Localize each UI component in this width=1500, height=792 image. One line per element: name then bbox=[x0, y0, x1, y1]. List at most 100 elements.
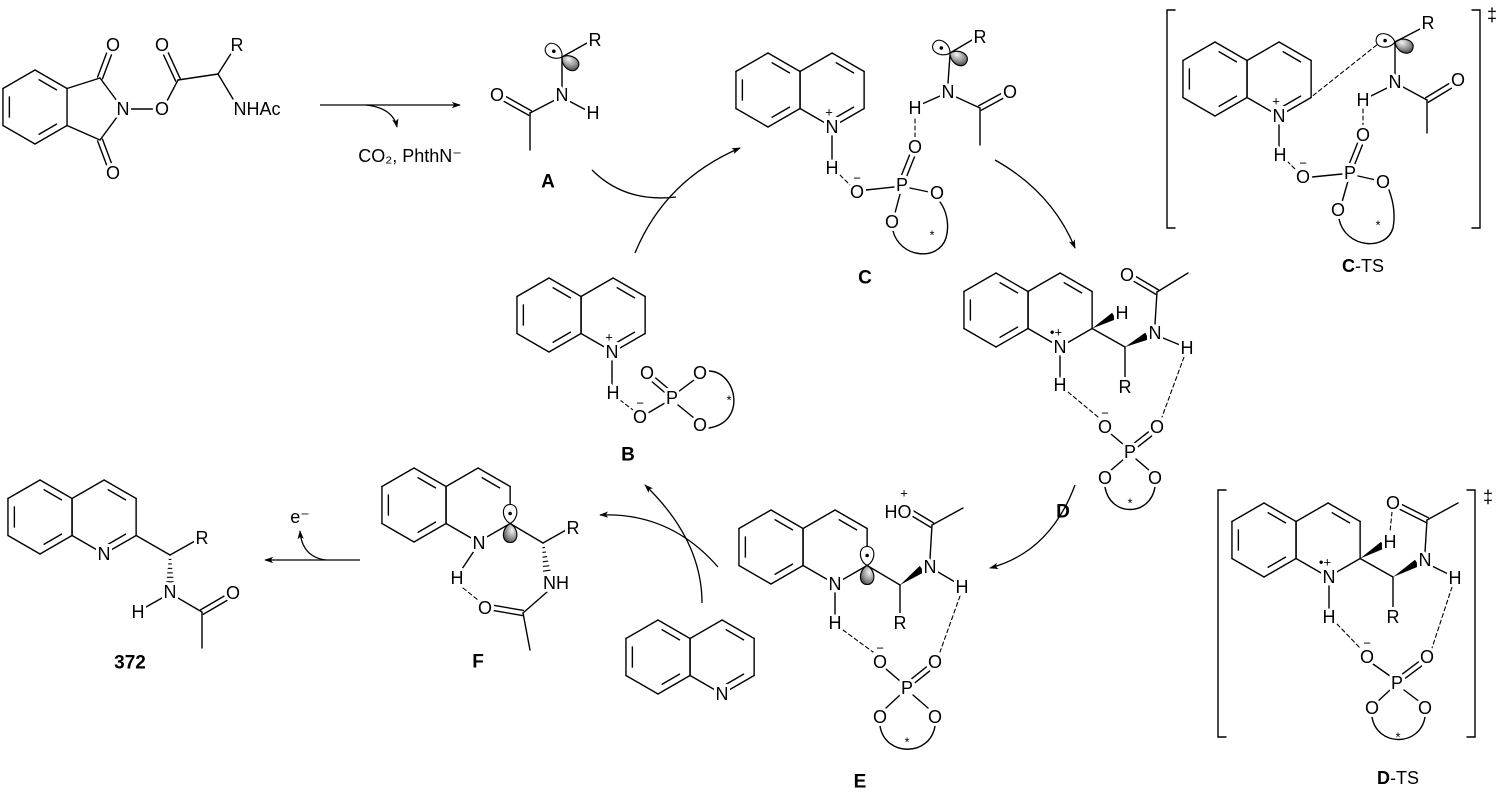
benzene-ring-bond bbox=[735, 107, 769, 128]
inner-double-bond bbox=[771, 106, 791, 118]
phosphorus: P bbox=[896, 175, 908, 195]
benzene-ring-bond bbox=[7, 534, 41, 555]
positive-charge: + bbox=[900, 486, 908, 501]
orbital-lobe-shape bbox=[561, 55, 580, 72]
bond bbox=[1402, 86, 1428, 101]
inner-double-bond bbox=[1331, 512, 1351, 524]
negative-charge: − bbox=[1363, 636, 1371, 651]
phosphoryl-oxygen: O bbox=[1356, 125, 1370, 145]
bond bbox=[135, 534, 171, 556]
phosphate-oxygen: O bbox=[693, 363, 707, 383]
benzene-ring-bond bbox=[381, 467, 415, 488]
electron-release-arrow bbox=[297, 530, 327, 561]
benzene-ring-bond bbox=[767, 107, 801, 128]
bond bbox=[99, 77, 121, 106]
pyridine-ring-bond bbox=[1295, 502, 1329, 523]
compound-label-c: C bbox=[858, 268, 872, 289]
benzene-ring-bond bbox=[1263, 502, 1297, 523]
inner-double-bond bbox=[1267, 556, 1287, 568]
n-hydrogen: H bbox=[132, 602, 145, 622]
hydrogen-bond-dashed bbox=[1161, 356, 1185, 418]
benzene-ring-bond bbox=[738, 509, 772, 530]
wedge-bond bbox=[1393, 559, 1419, 577]
nhac-group: NHAc bbox=[233, 99, 280, 119]
r-group: R bbox=[974, 27, 987, 47]
pyridine-ring-bond bbox=[1327, 557, 1361, 578]
phosphate-oxygen: O bbox=[1418, 698, 1432, 718]
bond bbox=[677, 404, 695, 419]
pyridine-ring-bond bbox=[477, 467, 511, 488]
benzene-ring-bond bbox=[995, 327, 1029, 348]
benzene-ring-bond bbox=[1231, 502, 1265, 523]
amide-nitrogen: N bbox=[1149, 323, 1162, 343]
bond bbox=[461, 550, 475, 570]
phosphate-oxygen: O bbox=[1331, 200, 1345, 220]
carbonyl-oxygen: O bbox=[155, 35, 169, 55]
bond bbox=[217, 51, 233, 75]
n-hydrogen: H bbox=[829, 613, 842, 633]
n-hydrogen: H bbox=[587, 103, 600, 123]
pyridine-ring-bond bbox=[580, 277, 614, 298]
benzene-ring-bond bbox=[34, 124, 68, 145]
bond bbox=[522, 612, 531, 651]
pyridine-ring-bond bbox=[831, 107, 865, 128]
benzene-ring-bond bbox=[995, 272, 1029, 293]
radical-entry-curve bbox=[591, 169, 677, 199]
bond bbox=[1359, 557, 1394, 578]
phosphoryl-oxygen: O bbox=[908, 137, 922, 157]
ts-label-letter: D bbox=[1377, 768, 1390, 788]
benzene-ring-bond bbox=[413, 467, 447, 488]
chirality-star: * bbox=[1375, 218, 1380, 233]
carbonyl-oxygen: O bbox=[1120, 265, 1134, 285]
compound-label-d: D bbox=[1056, 502, 1070, 523]
compound-label-e: E bbox=[854, 772, 867, 792]
inner-double-bond bbox=[552, 287, 572, 299]
pyridine-ring-bond bbox=[721, 674, 755, 695]
bond bbox=[542, 529, 567, 544]
orbital-lobe-shape bbox=[1394, 38, 1414, 54]
double-bond bbox=[909, 514, 932, 528]
cycle-arrow-b-to-c bbox=[634, 147, 741, 254]
carbonyl-oxygen: O bbox=[1386, 493, 1400, 513]
amide-nitrogen: N bbox=[1419, 550, 1432, 570]
bond bbox=[1376, 689, 1391, 703]
pyridine-ring-bond bbox=[689, 619, 723, 640]
double-bond bbox=[503, 100, 530, 116]
hashed-bond bbox=[542, 560, 549, 563]
n-hydrogen: H bbox=[607, 383, 620, 403]
bond bbox=[529, 99, 556, 114]
phosphoryl-oxygen: O bbox=[928, 652, 942, 672]
benzene-ring-bond bbox=[735, 52, 769, 73]
bond bbox=[912, 694, 929, 709]
benzene-ring-bond bbox=[39, 479, 73, 500]
compound-label-d-ts: D-TS bbox=[1377, 768, 1419, 788]
bond bbox=[177, 73, 219, 81]
n-hydrogen: H bbox=[1274, 145, 1287, 165]
inner-double-bond bbox=[725, 629, 745, 641]
double-bond bbox=[493, 604, 525, 612]
inner-double-bond bbox=[38, 79, 58, 91]
inner-double-bond bbox=[107, 489, 127, 501]
double-bond bbox=[1133, 431, 1150, 444]
inner-double-bond bbox=[481, 477, 501, 489]
bond bbox=[1109, 458, 1125, 472]
bond bbox=[1426, 502, 1459, 521]
bond bbox=[1110, 433, 1125, 446]
pyridine-ring-bond bbox=[103, 534, 137, 555]
double-bond bbox=[96, 140, 108, 166]
compound-label-a: A bbox=[541, 172, 555, 193]
r-group: R bbox=[196, 528, 209, 548]
inner-double-bond bbox=[43, 489, 63, 501]
amide-nh: NH bbox=[543, 573, 569, 593]
bond bbox=[955, 96, 981, 109]
double-bond bbox=[654, 377, 670, 390]
benzene-ring-bond bbox=[770, 564, 804, 585]
positive-charge: + bbox=[1272, 94, 1280, 109]
n-hydrogen: H bbox=[451, 568, 464, 588]
inner-double-bond bbox=[1282, 51, 1302, 63]
double-bond bbox=[96, 52, 108, 78]
double-bond bbox=[1353, 144, 1364, 166]
hydrogen-bond-dashed bbox=[839, 174, 851, 186]
double-bond bbox=[900, 154, 911, 176]
phosphorus: P bbox=[1344, 163, 1356, 183]
